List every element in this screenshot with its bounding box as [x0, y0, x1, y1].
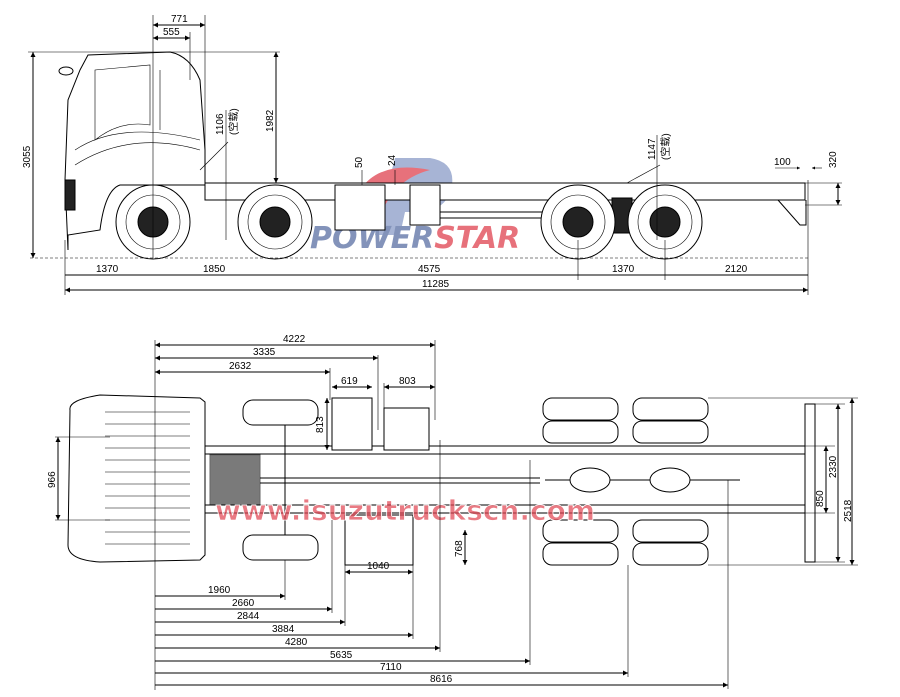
dim-rear-overhang: 2120 [725, 264, 748, 275]
dim-3884: 3884 [272, 624, 295, 635]
battery-box [331, 397, 373, 451]
dim-966: 966 [47, 471, 58, 488]
dim-3335: 3335 [253, 347, 276, 358]
dim-320: 320 [828, 151, 839, 168]
brand-star-text: STAR [434, 221, 520, 256]
dim-50: 50 [354, 156, 365, 168]
dim-619: 619 [341, 376, 358, 387]
frame-rail-left [204, 445, 811, 455]
unladen-note-rear: (空载) [659, 133, 672, 160]
wheel [540, 184, 616, 260]
dim-7110: 7110 [380, 662, 402, 673]
dim-1040: 1040 [367, 561, 390, 572]
dim-555: 555 [163, 27, 180, 38]
dim-2632: 2632 [229, 361, 252, 372]
side-view: POWERSTAR 771 555 3055 [22, 14, 842, 295]
dim-overall-width: 2518 [843, 499, 854, 522]
dim-wheelbase-2: 4575 [418, 264, 441, 275]
dim-1106: 1106 [215, 113, 226, 135]
fuel-tank [344, 514, 414, 566]
dim-1982: 1982 [265, 109, 276, 132]
dim-overall-height: 3055 [22, 145, 33, 168]
wheel [237, 184, 313, 260]
dim-768: 768 [454, 540, 465, 557]
air-tank [383, 407, 430, 451]
dim-wheelbase-1: 1850 [203, 264, 226, 275]
dim-771: 771 [171, 14, 188, 25]
dim-24: 24 [387, 154, 398, 166]
cab-top-outline [67, 394, 206, 563]
website-watermark: www.isuzutruckscn.com [215, 494, 595, 527]
top-dimensions: 4222 3335 2632 619 803 813 966 768 1040 … [47, 334, 858, 690]
front-wheel [242, 399, 319, 426]
dim-2330: 2330 [828, 455, 839, 478]
dim-813: 813 [315, 416, 326, 433]
rear-bumper [804, 403, 816, 563]
dim-5635: 5635 [330, 650, 353, 661]
front-wheel [242, 534, 319, 561]
dim-rear-axle-spacing: 1370 [612, 264, 635, 275]
side-dimensions: 771 555 3055 1982 1106 (空载) 50 24 1147 (… [22, 14, 842, 295]
dim-4222: 4222 [283, 334, 306, 345]
dim-frame-width: 850 [815, 490, 826, 507]
dim-overall-length: 11285 [422, 279, 450, 290]
dim-8616: 8616 [430, 674, 453, 685]
dim-100: 100 [774, 157, 791, 168]
unladen-note-front: (空载) [227, 108, 240, 135]
dim-front-overhang: 1370 [96, 264, 119, 275]
dim-4280: 4280 [285, 637, 308, 648]
top-view: www.isuzutruckscn.com 4222 3335 2632 619… [47, 334, 858, 690]
dim-803: 803 [399, 376, 416, 387]
dim-1960: 1960 [208, 585, 231, 596]
dim-2844: 2844 [237, 611, 260, 622]
dim-1147: 1147 [647, 138, 658, 160]
wheel [627, 184, 703, 260]
rear-wheels [542, 397, 709, 566]
mirror-icon [58, 66, 74, 76]
dim-2660: 2660 [232, 598, 255, 609]
